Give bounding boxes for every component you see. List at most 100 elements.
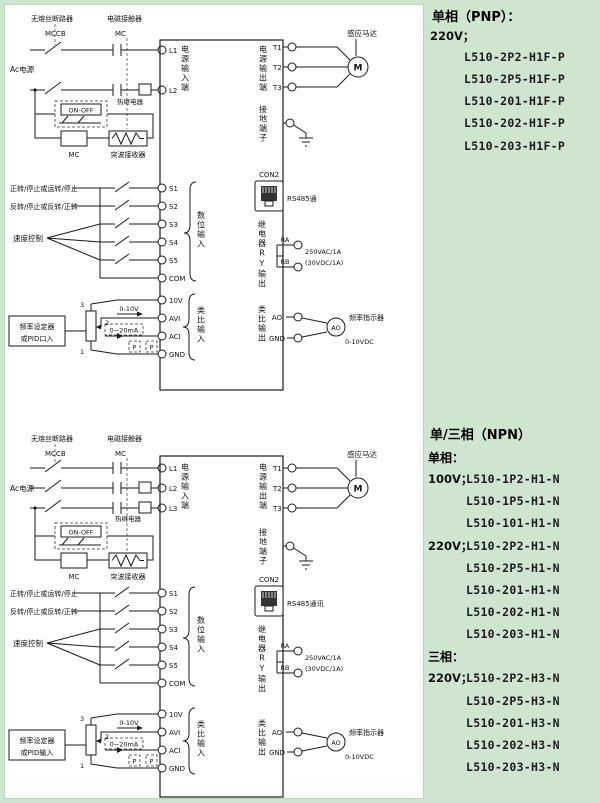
digital-brace [182, 586, 196, 687]
potentiometer-icon [85, 310, 97, 342]
terminal-label-avi: AVI [169, 729, 180, 737]
mc-label: MC [115, 450, 126, 458]
analog-input-label: 类比输入 [197, 305, 206, 344]
relay-rating-2: (30VDC/1A) [305, 259, 343, 267]
mccb-label: MCCB [45, 450, 66, 458]
terminal-label-10v: 10V [169, 297, 183, 305]
freq-setter-label-1: 频率设定器 [20, 736, 55, 745]
rs485-label: RS485通讯 [287, 599, 324, 608]
model-number: L510-201-H3-N [466, 715, 560, 730]
terminal-ao [293, 727, 303, 737]
analog-in-brace [182, 707, 196, 775]
ground-terminal [285, 541, 295, 551]
frequency-meter-icon [326, 732, 346, 752]
mc-coil-label: MC [69, 573, 80, 581]
ground-terminal [285, 118, 295, 128]
analog-input-circuit: 频率设定器 或PID输入 3 2 1 0-10V 0~20mA P P 10V [8, 707, 206, 775]
analog-input-label: 类比输入 [197, 719, 206, 758]
terminal-t2 [287, 62, 297, 72]
terminal-label-s4: S4 [169, 644, 178, 652]
relay-rating-1: 250VAC/1A [305, 654, 342, 662]
terminal-label-s3: S3 [169, 221, 178, 229]
mc-coil-icon [60, 130, 88, 147]
surge-absorber-label: 突波接收器 [111, 572, 146, 581]
thermal-relay-icon [138, 83, 152, 96]
digital-input-label: 数位输入 [197, 210, 206, 249]
relay-rating-1: 250VAC/1A [305, 248, 342, 256]
digital-brace [183, 181, 197, 282]
pot-pin-2: 2 [105, 319, 109, 327]
npn-model-list: 单相： 100V；L510-1P2-H1-N L510-1P5-H1-N L51… [428, 446, 560, 778]
terminal-gnd-out [293, 333, 303, 343]
inverter-box [159, 39, 284, 391]
ra-label: RA [281, 236, 290, 244]
terminal-rb [293, 262, 303, 272]
terminal-label-ao: AO [272, 729, 283, 737]
model-number: L510-2P2-H1-N [466, 538, 560, 553]
terminal-l1 [157, 45, 167, 55]
voltage-label: 100V； [428, 472, 473, 487]
terminal-label-com: COM [169, 680, 185, 688]
speed-control-label: 速度控制 [13, 233, 43, 243]
freq-setter-label-2: 或PID输入 [21, 748, 54, 757]
terminal-label-aci: ACI [169, 333, 181, 341]
motor-icon [347, 56, 369, 78]
ground-label: 接地端子 [259, 104, 268, 143]
terminal-label-s4: S4 [169, 239, 178, 247]
pnp-voltage: 220V； [430, 29, 475, 43]
on-off-label: ON-OFF [68, 529, 93, 537]
terminal-label-s5: S5 [169, 662, 178, 670]
motor-label: 感应马达 [347, 28, 377, 38]
mc-label: MC [115, 30, 126, 38]
range-0-20ma: 0~20mA [110, 741, 139, 749]
reverse-stop-label: 反转/停止或反转/正转 [10, 202, 78, 211]
con2-port: CON2 RS485通 [254, 171, 317, 212]
terminal-t3 [287, 503, 297, 513]
terminal-label-l2: L2 [169, 485, 177, 493]
terminal-label-t1: T1 [272, 465, 282, 473]
jumper-p2: P [150, 344, 154, 352]
ac-power-label: Ac电源 [10, 64, 35, 74]
pot-pin-1: 1 [80, 762, 84, 770]
ground-label: 接地端子 [259, 527, 268, 566]
terminal-label-s2: S2 [169, 608, 178, 616]
freq-setter-label-1: 频率设定器 [20, 322, 55, 331]
freq-setter-box [8, 315, 66, 347]
mc-coil-icon [60, 552, 88, 569]
freq-setter-label-2: 或PID口入 [21, 334, 54, 343]
terminal-l2 [157, 85, 167, 95]
model-list-panel: 单相（PNP）： 220V； L510-2P2-H1F-P L510-2P5-H… [426, 0, 600, 803]
model-number: L510-2P5-H1F-P [464, 72, 566, 87]
power-input-label: 电源输入端 [181, 462, 190, 510]
model-number: L510-1P5-H1-N [466, 494, 560, 509]
terminal-label-s1: S1 [169, 185, 178, 193]
model-number: L510-202-H3-N [466, 737, 560, 752]
model-number: L510-201-H1F-P [464, 94, 566, 109]
mccb-label: MCCB [45, 30, 66, 38]
terminal-l2 [157, 483, 167, 493]
rb-label: RB [281, 664, 290, 672]
model-number: L510-202-H1F-P [464, 116, 566, 131]
relay-output-label: 继电器RY输出 [258, 624, 267, 693]
analog-output-circuit: 类比输出 AO GND AO 频率指示器 0-10VDC [258, 304, 385, 346]
on-off-label: ON-OFF [68, 107, 93, 115]
vdc-range-label: 0-10VDC [345, 753, 374, 761]
ac-power-label: Ac电源 [10, 483, 35, 493]
pnp-title: 单相（PNP）： [432, 10, 521, 25]
terminal-label-t1: T1 [272, 44, 282, 52]
power-output-label: 电源输出端 [259, 462, 268, 510]
terminal-label-gnd-out: GND [269, 749, 285, 757]
model-number: L510-1P2-H1-N [466, 472, 560, 487]
power-input-circuit: 无熔丝断路器 MCCB 电磁接触器 MC Ac电源 热继电器 L1 L2 L [10, 434, 190, 551]
terminal-label-aci: ACI [169, 747, 181, 755]
model-number: L510-2P2-H3-N [466, 671, 560, 686]
thermal-relay-icon [138, 501, 152, 514]
model-number: L510-203-H1F-P [464, 138, 566, 153]
rs485-label: RS485通 [287, 194, 317, 203]
frequency-meter-icon [326, 317, 346, 337]
terminal-l1 [157, 463, 167, 473]
npn-title: 单/三相（NPN） [430, 428, 532, 443]
mc-coil-label: MC [69, 151, 80, 159]
power-output-circuit: 电源输出端 T1 T2 T3 感应马达 M [259, 28, 378, 93]
model-number: L510-101-H1-N [466, 516, 560, 531]
